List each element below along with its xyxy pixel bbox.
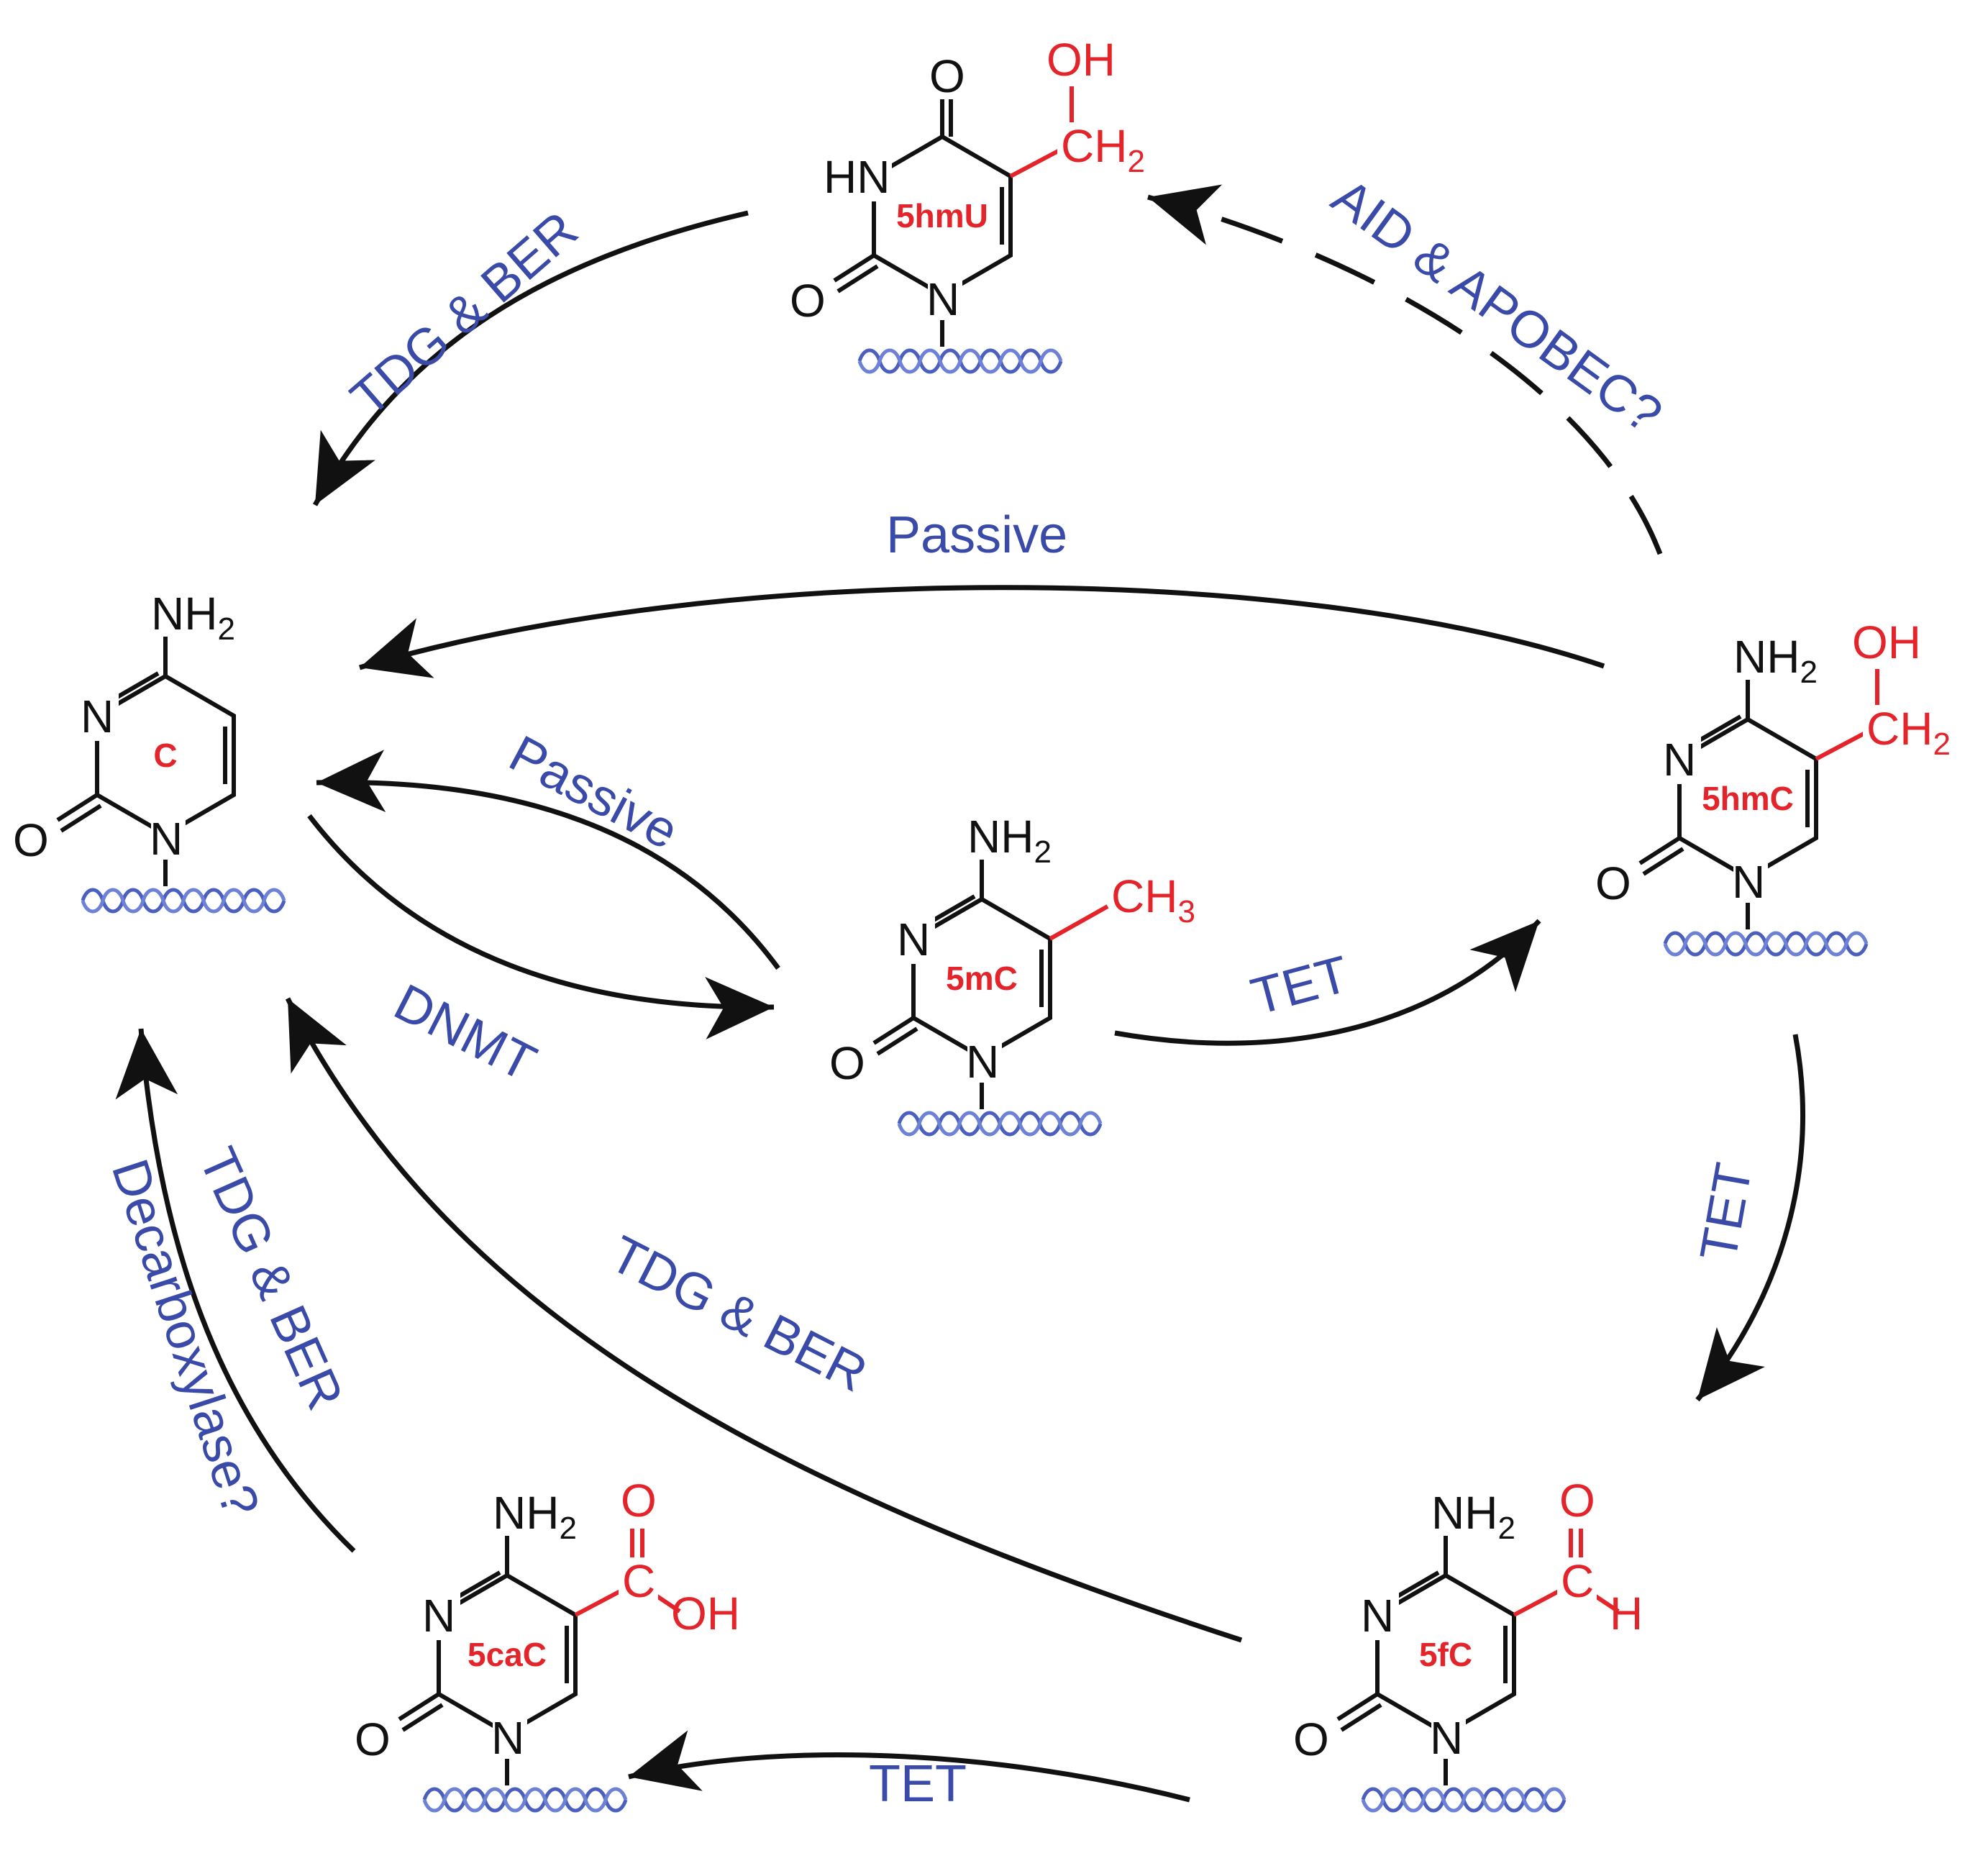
atom-subscript: 2 — [217, 611, 234, 647]
svg-text:NH2: NH2 — [1431, 1487, 1515, 1546]
arrow-5fc-to-5cac-tet — [628, 1730, 1190, 1803]
group-o: O — [621, 1475, 657, 1526]
svg-text:NH2: NH2 — [151, 588, 235, 647]
svg-text:NH2: NH2 — [1733, 631, 1818, 690]
atom-n1: N — [150, 813, 183, 865]
atom-n1: N — [966, 1036, 999, 1088]
group-subscript: 3 — [1177, 894, 1195, 929]
atom-n1: N — [926, 273, 959, 325]
label-5cac-code: 5caC — [468, 1636, 547, 1673]
svg-text:CH3: CH3 — [1111, 870, 1195, 929]
atom-n1: N — [491, 1712, 524, 1764]
atom-n3: N — [1361, 1590, 1394, 1642]
atom-n1: N — [1430, 1712, 1463, 1764]
atom-nh: NH — [967, 811, 1034, 863]
group-c: C — [1561, 1555, 1594, 1607]
svg-text:NH2: NH2 — [493, 1487, 577, 1546]
molecule-5cac: O C OH NH2 N N O 5caC — [355, 1475, 740, 1811]
label-tet-5fc-5cac: TET — [869, 1755, 967, 1813]
arrow-5hmu-to-c — [312, 210, 749, 506]
arrow-5mc-to-5hmc-tet — [1114, 919, 1541, 1046]
group-ch: CH — [1061, 120, 1127, 172]
label-tet-5hmc-5fc: TET — [1690, 1159, 1763, 1265]
arrow-5hmc-to-5fc-tet — [1695, 1034, 1805, 1402]
arrow-c-to-5mc-dnmt — [307, 814, 775, 1039]
atom-o2: O — [790, 275, 826, 327]
label-5fc-code: 5fC — [1419, 1636, 1472, 1673]
group-h: H — [1610, 1588, 1643, 1639]
molecule-c: NH2 N N O C — [13, 588, 284, 911]
arrow-5mc-to-c-passive — [316, 750, 780, 970]
atom-subscript: 2 — [559, 1511, 576, 1546]
label-passive-short: Passive — [500, 724, 687, 860]
dna-helix-icon — [1665, 933, 1866, 955]
label-tet-5mc-5hmc: TET — [1245, 945, 1354, 1026]
atom-hn3: HN — [824, 151, 890, 203]
group-oh: OH — [1047, 34, 1116, 86]
atom-n3: N — [81, 691, 114, 742]
arrow-5hmc-to-c-passive — [359, 585, 1605, 678]
atom-subscript: 2 — [1497, 1511, 1515, 1546]
label-5hmu-code: 5hmU — [896, 197, 988, 235]
atom-subscript: 2 — [1034, 834, 1051, 870]
label-passive-long: Passive — [886, 506, 1067, 564]
atom-n1: N — [1732, 856, 1765, 908]
group-ch: CH — [1111, 870, 1177, 922]
svg-text:CH2: CH2 — [1866, 703, 1951, 762]
molecule-5hmc: NH2 N N O OH CH2 5hmC — [1595, 616, 1956, 955]
atom-nh: NH — [493, 1487, 559, 1539]
group-subscript: 2 — [1933, 727, 1950, 762]
group-subscript: 2 — [1127, 144, 1144, 179]
atom-o2: O — [1293, 1713, 1329, 1765]
atom-o2: O — [829, 1037, 865, 1089]
label-dnmt: DNMT — [386, 973, 545, 1093]
atom-n3: N — [422, 1590, 455, 1642]
atom-n3: N — [897, 914, 930, 965]
group-ch: CH — [1866, 703, 1933, 755]
svg-text:NH2: NH2 — [967, 811, 1052, 870]
atom-nh: NH — [1733, 631, 1800, 683]
molecule-5fc: O C H NH2 N N O 5fC — [1293, 1475, 1643, 1811]
molecule-5mc: NH2 N N O CH3 5mC — [829, 811, 1195, 1134]
atom-nh: NH — [1431, 1487, 1497, 1539]
label-5hmc-code: 5hmC — [1702, 780, 1794, 817]
atom-o2: O — [1595, 857, 1631, 909]
arrow-5cac-to-c — [115, 1028, 356, 1553]
label-aid-apobec: AID & APOBEC? — [1322, 168, 1672, 445]
atom-n3: N — [1663, 734, 1696, 786]
dna-helix-icon — [424, 1789, 626, 1811]
dna-helix-icon — [1363, 1789, 1564, 1811]
group-oh: OH — [671, 1588, 740, 1639]
arrow-5hmc-to-5hmu-dashed — [1147, 184, 1663, 555]
dna-helix-icon — [83, 890, 284, 911]
group-c: C — [622, 1555, 655, 1607]
group-o: O — [1559, 1475, 1595, 1526]
atom-o4: O — [929, 50, 965, 102]
dna-helix-icon — [860, 350, 1061, 372]
arrow-labels: TDG & BER AID & APOBEC? Passive Passive … — [101, 168, 1764, 1813]
svg-text:CH2: CH2 — [1061, 120, 1145, 179]
dna-helix-icon — [899, 1113, 1100, 1134]
atom-subscript: 2 — [1800, 655, 1817, 690]
label-5mc-code: 5mC — [946, 960, 1018, 997]
arrow-5fc-to-c-tdg-ber — [285, 997, 1243, 1643]
label-tdg-ber-top: TDG & BER — [340, 201, 588, 427]
atom-nh: NH — [151, 588, 217, 640]
molecule-5hmu: O HN N O OH CH2 5hmU — [790, 34, 1151, 372]
atom-o2: O — [13, 814, 49, 866]
group-oh: OH — [1852, 616, 1921, 668]
label-c-code: C — [153, 737, 177, 774]
arrows — [115, 184, 1805, 1803]
atom-o2: O — [355, 1713, 391, 1765]
